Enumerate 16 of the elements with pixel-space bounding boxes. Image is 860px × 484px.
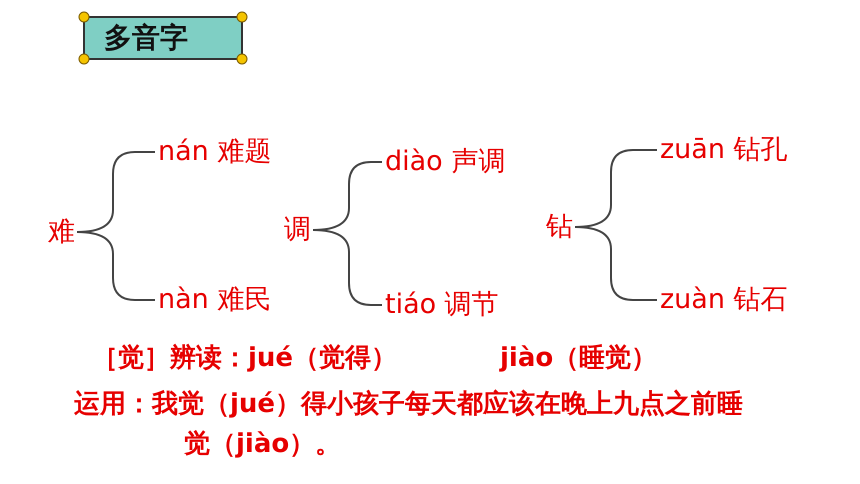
reading-text: zuān 钻孔 (660, 133, 788, 167)
reading-text: tiáo 调节 (385, 288, 499, 322)
reading-text: nàn 难民 (158, 283, 272, 317)
usage-sentence: 运用：我觉（jué）得小孩子每天都应该在晚上九点之前睡觉（jiào）。 (74, 388, 744, 461)
reading-text: nán 难题 (158, 135, 272, 169)
title: 多音字 (104, 20, 188, 56)
character: 钻 (546, 210, 573, 244)
reading-text: zuàn 钻石 (660, 283, 788, 317)
reading-text: diào 声调 (385, 145, 506, 179)
character: 调 (284, 213, 311, 247)
character: 难 (48, 215, 75, 249)
brace-line (76, 231, 155, 301)
brace-line (574, 226, 657, 301)
reading-note: ［觉］辨读：jué（觉得） (92, 342, 398, 375)
brace-line (312, 229, 382, 306)
reading-note: jiào（睡觉） (500, 342, 658, 375)
